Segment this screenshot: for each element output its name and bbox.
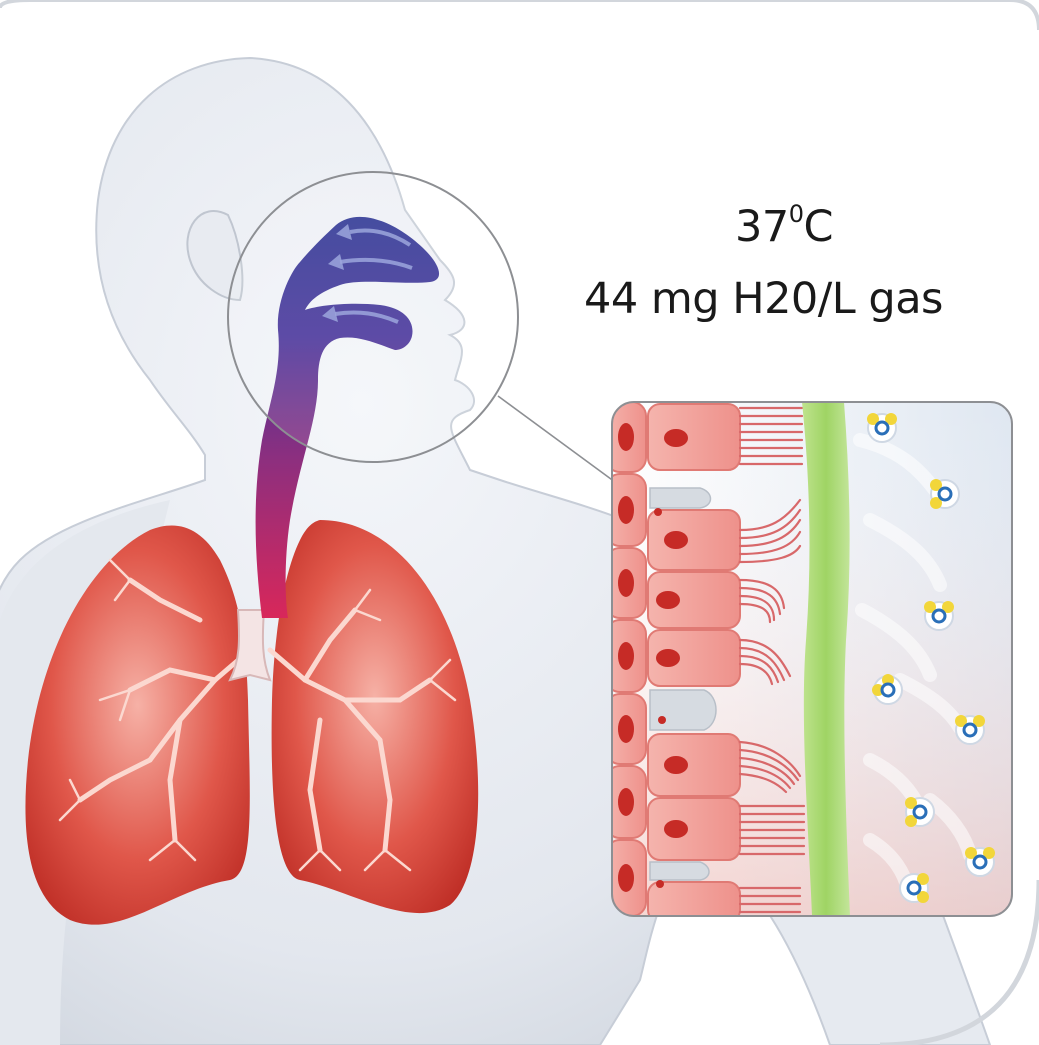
magnifier-circle (228, 172, 518, 462)
water-molecule (905, 797, 934, 827)
connector-line (498, 396, 615, 482)
temperature-label: 370C (735, 206, 833, 249)
water-molecule (955, 715, 985, 744)
temperature-unit: C (804, 202, 834, 252)
water-molecule (867, 413, 897, 442)
humidity-label: 44 mg H20/L gas (584, 278, 943, 321)
temperature-value: 37 (735, 202, 789, 252)
water-molecule (924, 601, 954, 630)
water-molecule (965, 847, 995, 876)
cilia-detail-panel (606, 402, 1012, 922)
frame-border (0, 0, 1039, 30)
mucus-layer (802, 402, 850, 916)
water-molecule (900, 873, 929, 903)
water-molecule (930, 479, 959, 509)
degree-mark: 0 (789, 200, 804, 228)
